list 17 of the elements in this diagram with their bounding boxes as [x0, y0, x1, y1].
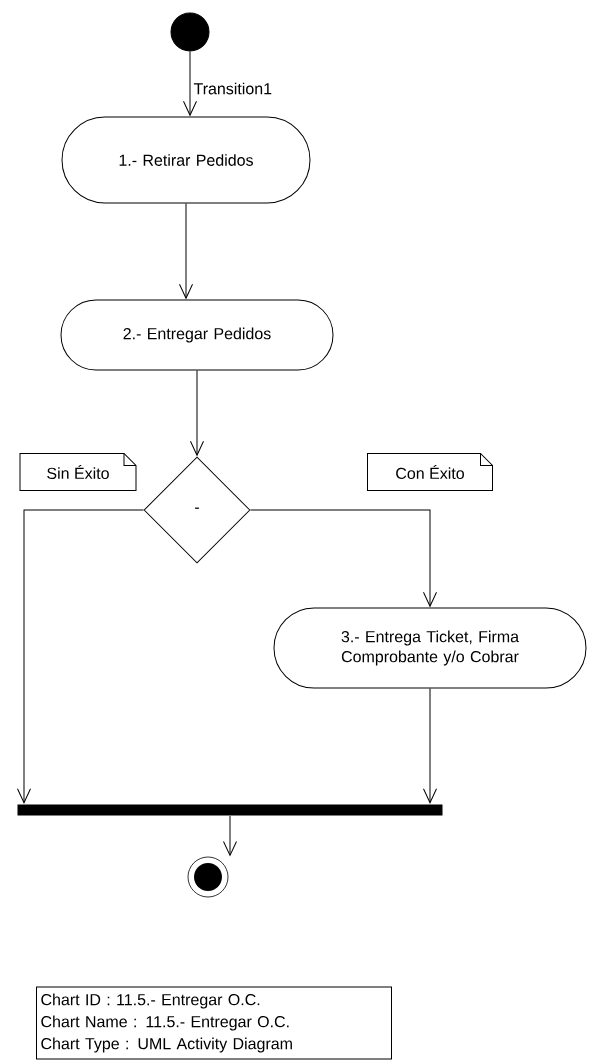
- arrow: [190, 370, 204, 456]
- arrow: [179, 203, 193, 299]
- activity-box: 1.- Retirar Pedidos: [61, 116, 311, 204]
- edge-label: Transition1: [192, 81, 274, 96]
- activity-box: 3.- Entrega Ticket, Firma Comprobante y/o Cobrar: [273, 607, 587, 689]
- start-state: [170, 12, 210, 52]
- end-state: [187, 856, 229, 898]
- arrow: [17, 509, 144, 804]
- note-box: Sin Éxito: [19, 453, 137, 491]
- activity-box: 2.- Entregar Pedidos: [60, 299, 334, 371]
- info-box: Chart ID : 11.5.- Entregar O.C. Chart Name : 11.5.- Entregar O.C. Chart Type : UML Activity Diagram: [36, 986, 392, 1060]
- arrow: [183, 51, 197, 116]
- join-bar: [17, 804, 443, 816]
- arrow: [223, 815, 237, 856]
- arrow: [250, 509, 437, 607]
- arrow: [423, 688, 437, 804]
- note-box: Con Éxito: [367, 453, 493, 491]
